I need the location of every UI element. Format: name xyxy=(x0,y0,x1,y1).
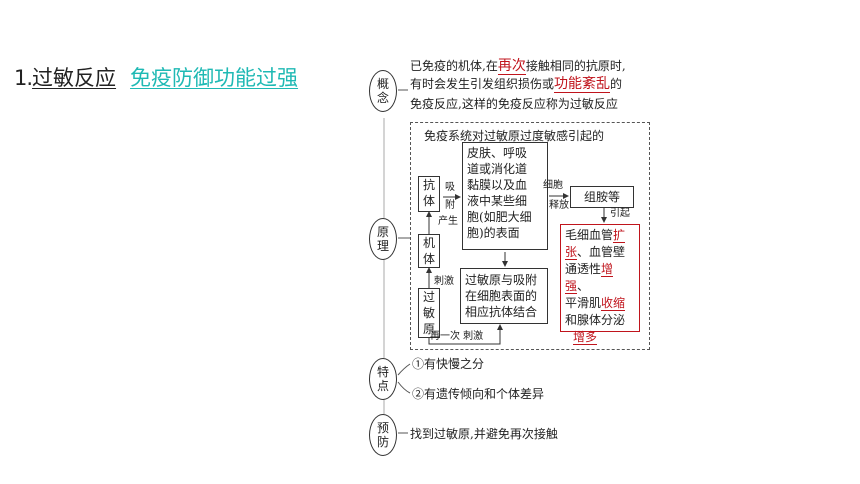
prevention-label-top: 预 xyxy=(376,421,389,435)
principle-oval: 原 理 xyxy=(369,218,397,260)
stimulate-label: 刺激 xyxy=(434,276,454,287)
produce-label: 产生 xyxy=(438,216,458,227)
principle-caption: 免疫系统对过敏原过度敏感引起的 xyxy=(424,129,605,143)
concept-label-bottom: 念 xyxy=(376,91,389,105)
allergen-label: 原 xyxy=(422,322,435,336)
adsorb-label-top: 吸 xyxy=(445,182,455,193)
allergen-box: 过 敏 原 xyxy=(418,288,440,338)
effects-text: 平滑肌 xyxy=(565,296,602,310)
features-label-top: 特 xyxy=(376,365,389,379)
effects-fill-more: 增多 xyxy=(573,330,598,345)
allergen-label: 敏 xyxy=(422,306,435,320)
histamine-box: 组胺等 xyxy=(570,186,634,208)
effects-line-4: 平滑肌收缩 xyxy=(565,295,635,312)
cell-surface-line: 皮肤、呼吸 xyxy=(467,146,528,160)
cell-surface-box: 皮肤、呼吸 道或消化道 黏膜以及血 液中某些细 胞(如肥大细 胞)的表面 xyxy=(462,142,548,250)
body-label: 机 xyxy=(422,236,435,250)
effects-line-6: 增多 xyxy=(565,329,635,346)
concept-oval: 概 念 xyxy=(369,70,397,112)
antibody-box: 抗 体 xyxy=(418,176,440,212)
prevention-text: 找到过敏原,并避免再次接触 xyxy=(410,427,558,441)
effects-fill-dilate: 扩 xyxy=(613,228,626,243)
heading-title: 过敏反应 xyxy=(32,66,117,90)
again-stimulate-label: 再一次 刺激 xyxy=(430,331,484,342)
principle-dashed-frame xyxy=(410,122,650,350)
features-oval: 特 点 xyxy=(369,358,397,400)
principle-label-top: 原 xyxy=(376,225,389,239)
binding-line: 相应抗体结合 xyxy=(465,305,538,319)
concept-label-top: 概 xyxy=(376,77,389,91)
effects-line-1: 毛细血管扩 xyxy=(565,227,635,244)
effects-fill-contract: 收缩 xyxy=(601,296,626,311)
effects-fill-increase: 增强 xyxy=(565,262,614,294)
effects-text: 毛细血管 xyxy=(565,228,614,242)
effects-line-2: 张、血管壁 xyxy=(565,244,635,261)
features-label-bottom: 点 xyxy=(376,379,389,393)
effects-line-3: 通透性增强、 xyxy=(565,261,635,295)
adsorb-label-bottom: 附 xyxy=(445,200,455,211)
cause-label: 引起 xyxy=(610,208,630,219)
release-label-bottom: 释放 xyxy=(549,200,569,211)
concept-text: 接触相同的抗原时, xyxy=(525,59,626,73)
antibody-label: 体 xyxy=(422,194,435,208)
section-heading: 1.过敏反应免疫防御功能过强 xyxy=(14,62,298,92)
release-label-top: 细胞 xyxy=(543,180,563,191)
concept-line-3: 免疫反应,这样的免疫反应称为过敏反应 xyxy=(410,97,618,111)
concept-text: 的 xyxy=(610,77,623,91)
cell-surface-line: 胞(如肥大细 xyxy=(467,210,532,224)
cell-surface-line: 液中某些细 xyxy=(467,194,528,208)
principle-label-bottom: 理 xyxy=(376,239,389,253)
effects-line-5: 和腺体分泌 xyxy=(565,313,626,327)
effects-fill-dilate-2: 张 xyxy=(565,245,578,260)
binding-line: 过敏原与吸附 xyxy=(465,273,538,287)
concept-fill-disorder: 功能紊乱 xyxy=(554,76,611,93)
body-label: 体 xyxy=(422,252,435,266)
cell-surface-line: 道或消化道 xyxy=(467,162,528,176)
heading-highlight: 免疫防御功能过强 xyxy=(130,66,299,90)
concept-line-2: 有时会发生引发组织损伤或功能紊乱的 xyxy=(410,76,623,93)
prevention-oval: 预 防 xyxy=(369,414,397,456)
concept-text: 已免疫的机体,在 xyxy=(410,59,498,73)
prevention-label-bottom: 防 xyxy=(376,435,389,449)
allergen-label: 过 xyxy=(422,290,435,304)
feature-item-1: ①有快慢之分 xyxy=(412,357,485,371)
effects-box: 毛细血管扩 张、血管壁 通透性增强、 平滑肌收缩 和腺体分泌 增多 xyxy=(560,224,640,345)
body-box: 机 体 xyxy=(418,234,440,268)
heading-number: 1. xyxy=(14,66,33,90)
effects-text: 、血管壁 xyxy=(577,245,626,259)
antibody-label: 抗 xyxy=(422,178,435,192)
binding-box: 过敏原与吸附 在细胞表面的 相应抗体结合 xyxy=(460,268,548,324)
effects-text: 通透性 xyxy=(565,262,602,276)
concept-line-1: 已免疫的机体,在再次接触相同的抗原时, xyxy=(410,58,626,75)
concept-fill-again: 再次 xyxy=(497,58,526,75)
concept-text: 有时会发生引发组织损伤或 xyxy=(410,77,555,91)
feature-item-2: ②有遗传倾向和个体差异 xyxy=(412,387,545,401)
cell-surface-line: 胞)的表面 xyxy=(467,226,520,240)
binding-line: 在细胞表面的 xyxy=(465,289,538,303)
cell-surface-line: 黏膜以及血 xyxy=(467,178,528,192)
effects-text: 、 xyxy=(577,279,590,293)
